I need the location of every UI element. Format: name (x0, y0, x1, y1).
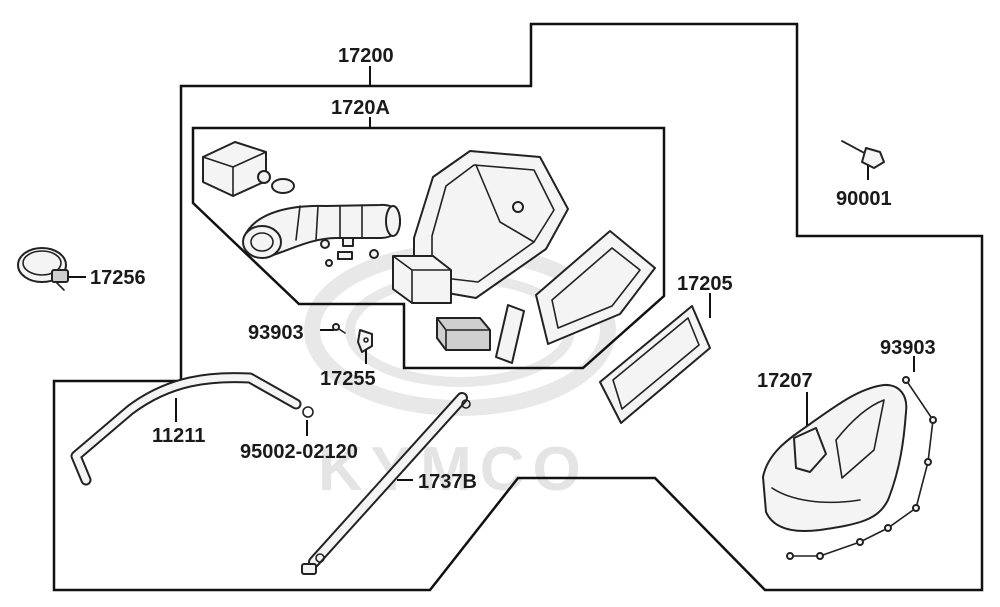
label-11211: 11211 (152, 425, 205, 447)
bracket-17255-icon (357, 329, 373, 353)
assembly-17200-frame (52, 22, 984, 592)
label-90001: 90001 (836, 188, 892, 210)
label-93903-right: 93903 (880, 337, 936, 359)
label-17205: 17205 (677, 273, 733, 295)
air-cleaner-assembly-icon (202, 141, 656, 364)
screw-93903-icon (332, 323, 346, 334)
screw-chain-93903-icon (786, 376, 937, 560)
label-1737B: 1737B (418, 471, 477, 493)
tube-1737B-icon (301, 392, 471, 575)
watermark-text: KYMCO (318, 435, 589, 504)
label-17255: 17255 (320, 368, 376, 390)
bolt-90001-icon (841, 140, 885, 169)
label-17200: 17200 (338, 45, 394, 67)
label-17207: 17207 (757, 370, 813, 392)
subassembly-1720A-frame (191, 126, 666, 370)
frame-17205-icon (599, 305, 711, 424)
clamp-17256-icon (17, 247, 69, 291)
label-1720A: 1720A (331, 97, 390, 119)
hose-11211-icon (70, 372, 302, 486)
label-17256: 17256 (90, 267, 146, 289)
label-93903-left: 93903 (248, 322, 304, 344)
label-95002-02120: 95002-02120 (240, 441, 358, 463)
cover-17207-icon (762, 383, 908, 533)
clip-95002-icon (302, 406, 314, 418)
